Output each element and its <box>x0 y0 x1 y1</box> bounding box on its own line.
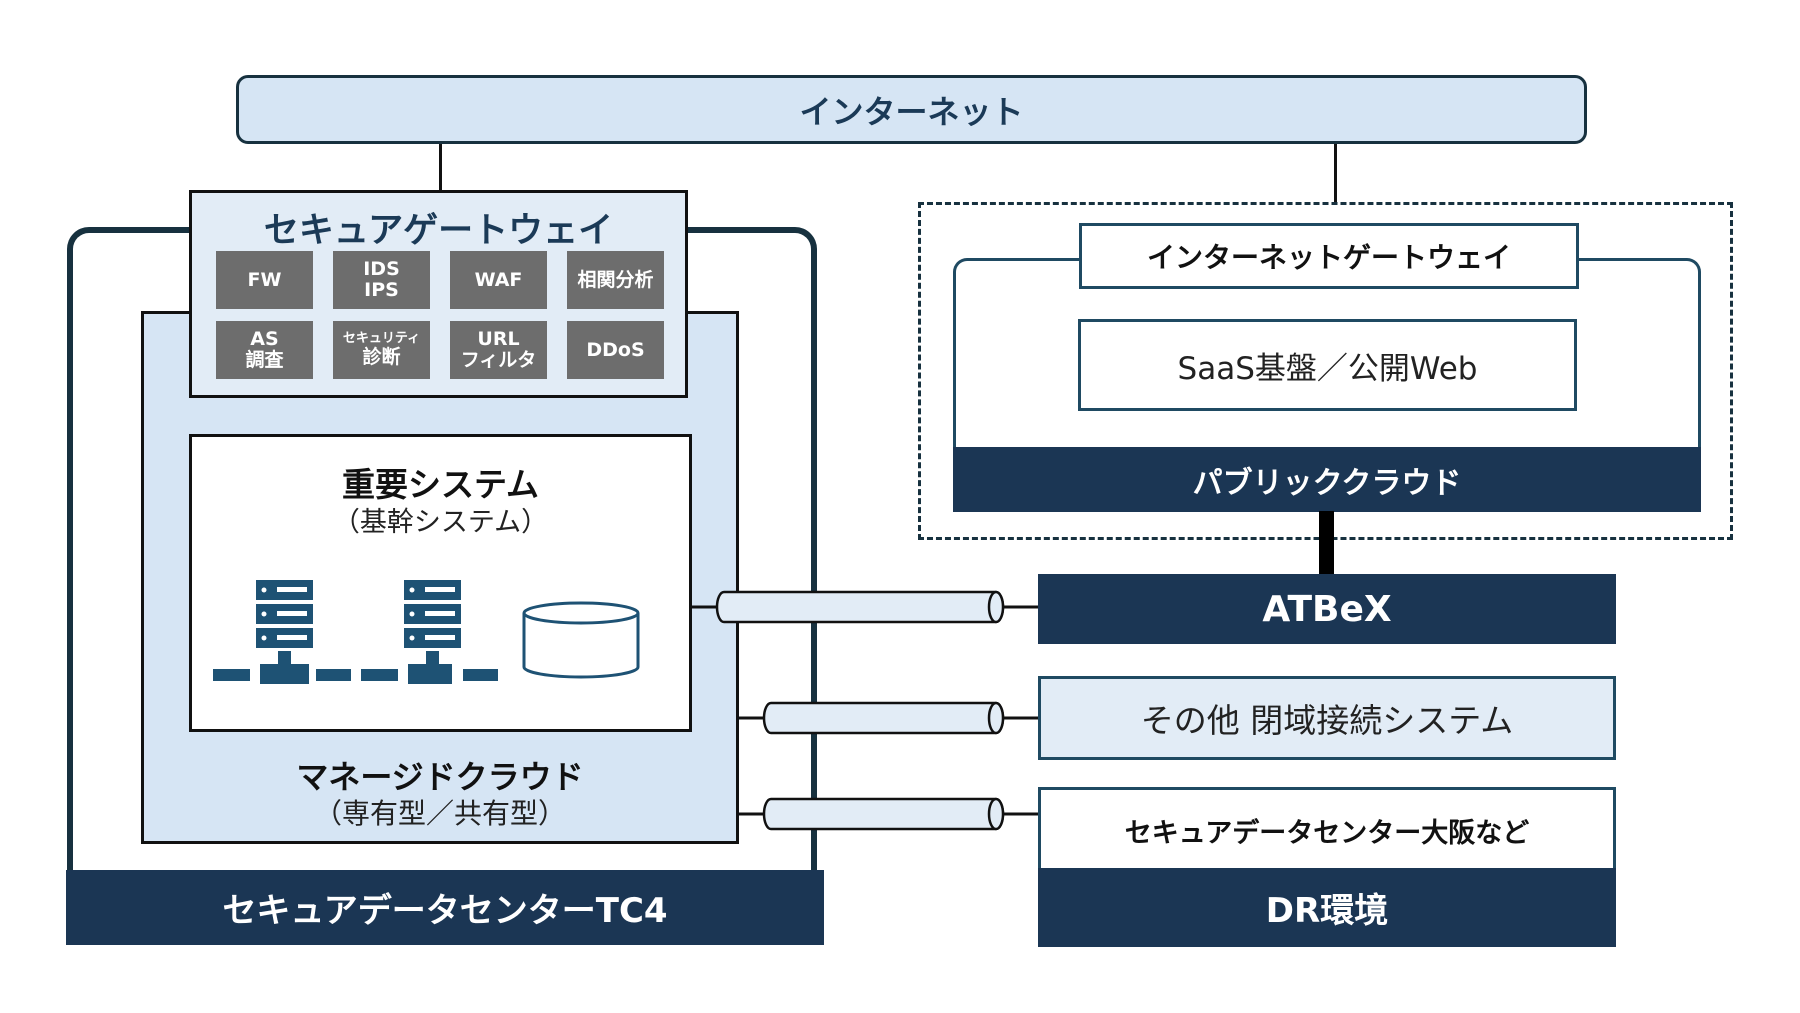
important-system-title: 重要システム <box>341 465 539 504</box>
atbex-box: ATBeX <box>1038 574 1616 644</box>
internet-gateway-label: インターネットゲートウェイ <box>1146 241 1511 274</box>
internet-box: インターネット <box>236 75 1587 144</box>
server-icon <box>213 580 351 684</box>
gateway-function-waf: WAF <box>450 251 547 309</box>
tile-line2: フィルタ <box>460 349 537 371</box>
tile-line1: IDS <box>363 258 400 281</box>
tile-line2: 診断 <box>362 345 401 368</box>
server-icon <box>361 580 498 684</box>
managed-cloud-title: マネージドクラウド <box>296 758 584 796</box>
public-cloud-to-atbex-line <box>1319 511 1334 575</box>
gateway-function-ids-ips: IDS IPS <box>333 251 430 309</box>
database-icon <box>522 601 640 679</box>
tile-line2: 調査 <box>245 349 284 371</box>
gateway-function-as-investigation: AS 調査 <box>216 321 313 379</box>
gateway-function-ddos: DDoS <box>567 321 664 379</box>
tile-line1: FW <box>247 268 282 291</box>
tile-line1: DDoS <box>586 338 645 361</box>
gateway-function-fw: FW <box>216 251 313 309</box>
gateway-function-url-filter: URL フィルタ <box>450 321 547 379</box>
tc4-label: セキュアデータセンターTC4 <box>222 891 668 931</box>
atbex-label: ATBeX <box>1262 588 1392 630</box>
dr-label-bar: DR環境 <box>1038 868 1616 947</box>
dr-site-box: セキュアデータセンター大阪など <box>1038 787 1616 871</box>
internet-label: インターネット <box>799 92 1024 131</box>
network-pipe <box>762 701 1005 735</box>
closed-network-label: その他 閉域接続システム <box>1140 701 1514 740</box>
closed-network-box: その他 閉域接続システム <box>1038 676 1616 760</box>
tc4-label-bar: セキュアデータセンターTC4 <box>66 870 824 945</box>
tile-line1: WAF <box>474 268 523 291</box>
internet-gateway-box: インターネットゲートウェイ <box>1079 223 1579 289</box>
connection-lines <box>692 605 1038 816</box>
public-cloud-label-bar: パブリッククラウド <box>953 447 1701 512</box>
saas-box: SaaS基盤／公開Web <box>1078 319 1577 411</box>
network-pipe <box>762 797 1005 831</box>
tile-line1: 相関分析 <box>577 268 654 291</box>
tile-line2: IPS <box>364 279 399 301</box>
saas-label: SaaS基盤／公開Web <box>1177 350 1478 387</box>
dr-site-label: セキュアデータセンター大阪など <box>1124 818 1530 849</box>
managed-cloud-subtitle: （専有型／共有型） <box>313 797 566 830</box>
gateway-function-correlation: 相関分析 <box>567 251 664 309</box>
secure-gateway-title: セキュアゲートウェイ <box>263 211 614 251</box>
dr-label: DR環境 <box>1265 891 1389 931</box>
internet-to-public-cloud-line <box>1334 144 1337 203</box>
tile-line1: URL <box>477 328 520 351</box>
tile-line1: セキュリティ <box>342 331 421 347</box>
public-cloud-label: パブリッククラウド <box>1192 465 1462 501</box>
internet-to-gateway-line <box>439 144 442 191</box>
gateway-function-security-diagnosis: セキュリティ 診断 <box>333 321 430 379</box>
network-pipe <box>715 590 1005 624</box>
tile-line1: AS <box>250 328 279 351</box>
important-system-subtitle: （基幹システム） <box>332 507 549 538</box>
